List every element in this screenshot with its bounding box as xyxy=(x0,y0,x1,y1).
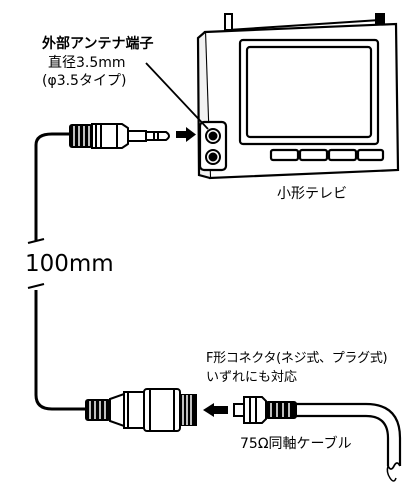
insert-arrow-top xyxy=(176,127,196,142)
cable-body xyxy=(34,159,86,411)
cable-length-label: 100mm xyxy=(23,251,116,278)
antenna-terminal-title: 外部アンテナ端子 xyxy=(42,36,154,52)
coax-cable xyxy=(296,402,402,482)
tv-name-label: 小形テレビ xyxy=(277,186,347,202)
mini-plug-3.5mm xyxy=(34,123,170,159)
f-connector-label-line2: いずれにも対応 xyxy=(206,370,298,385)
f-connector-adapter xyxy=(85,388,197,432)
f-connector-label-line1: F形コネクタ(ネジ式、プラグ式) xyxy=(206,351,388,366)
f-plug xyxy=(233,396,297,424)
small-tv xyxy=(196,22,400,180)
terminal-leader-line xyxy=(145,62,209,130)
dimension-break-marks xyxy=(27,238,45,289)
antenna-terminal-diameter: 直径3.5mm xyxy=(48,55,126,71)
insert-arrow-bottom xyxy=(203,403,228,417)
antenna-jack xyxy=(205,128,221,165)
antenna-terminal-type: (φ3.5タイプ) xyxy=(42,73,127,89)
coax-cable-label: 75Ω同軸ケーブル xyxy=(240,436,352,452)
